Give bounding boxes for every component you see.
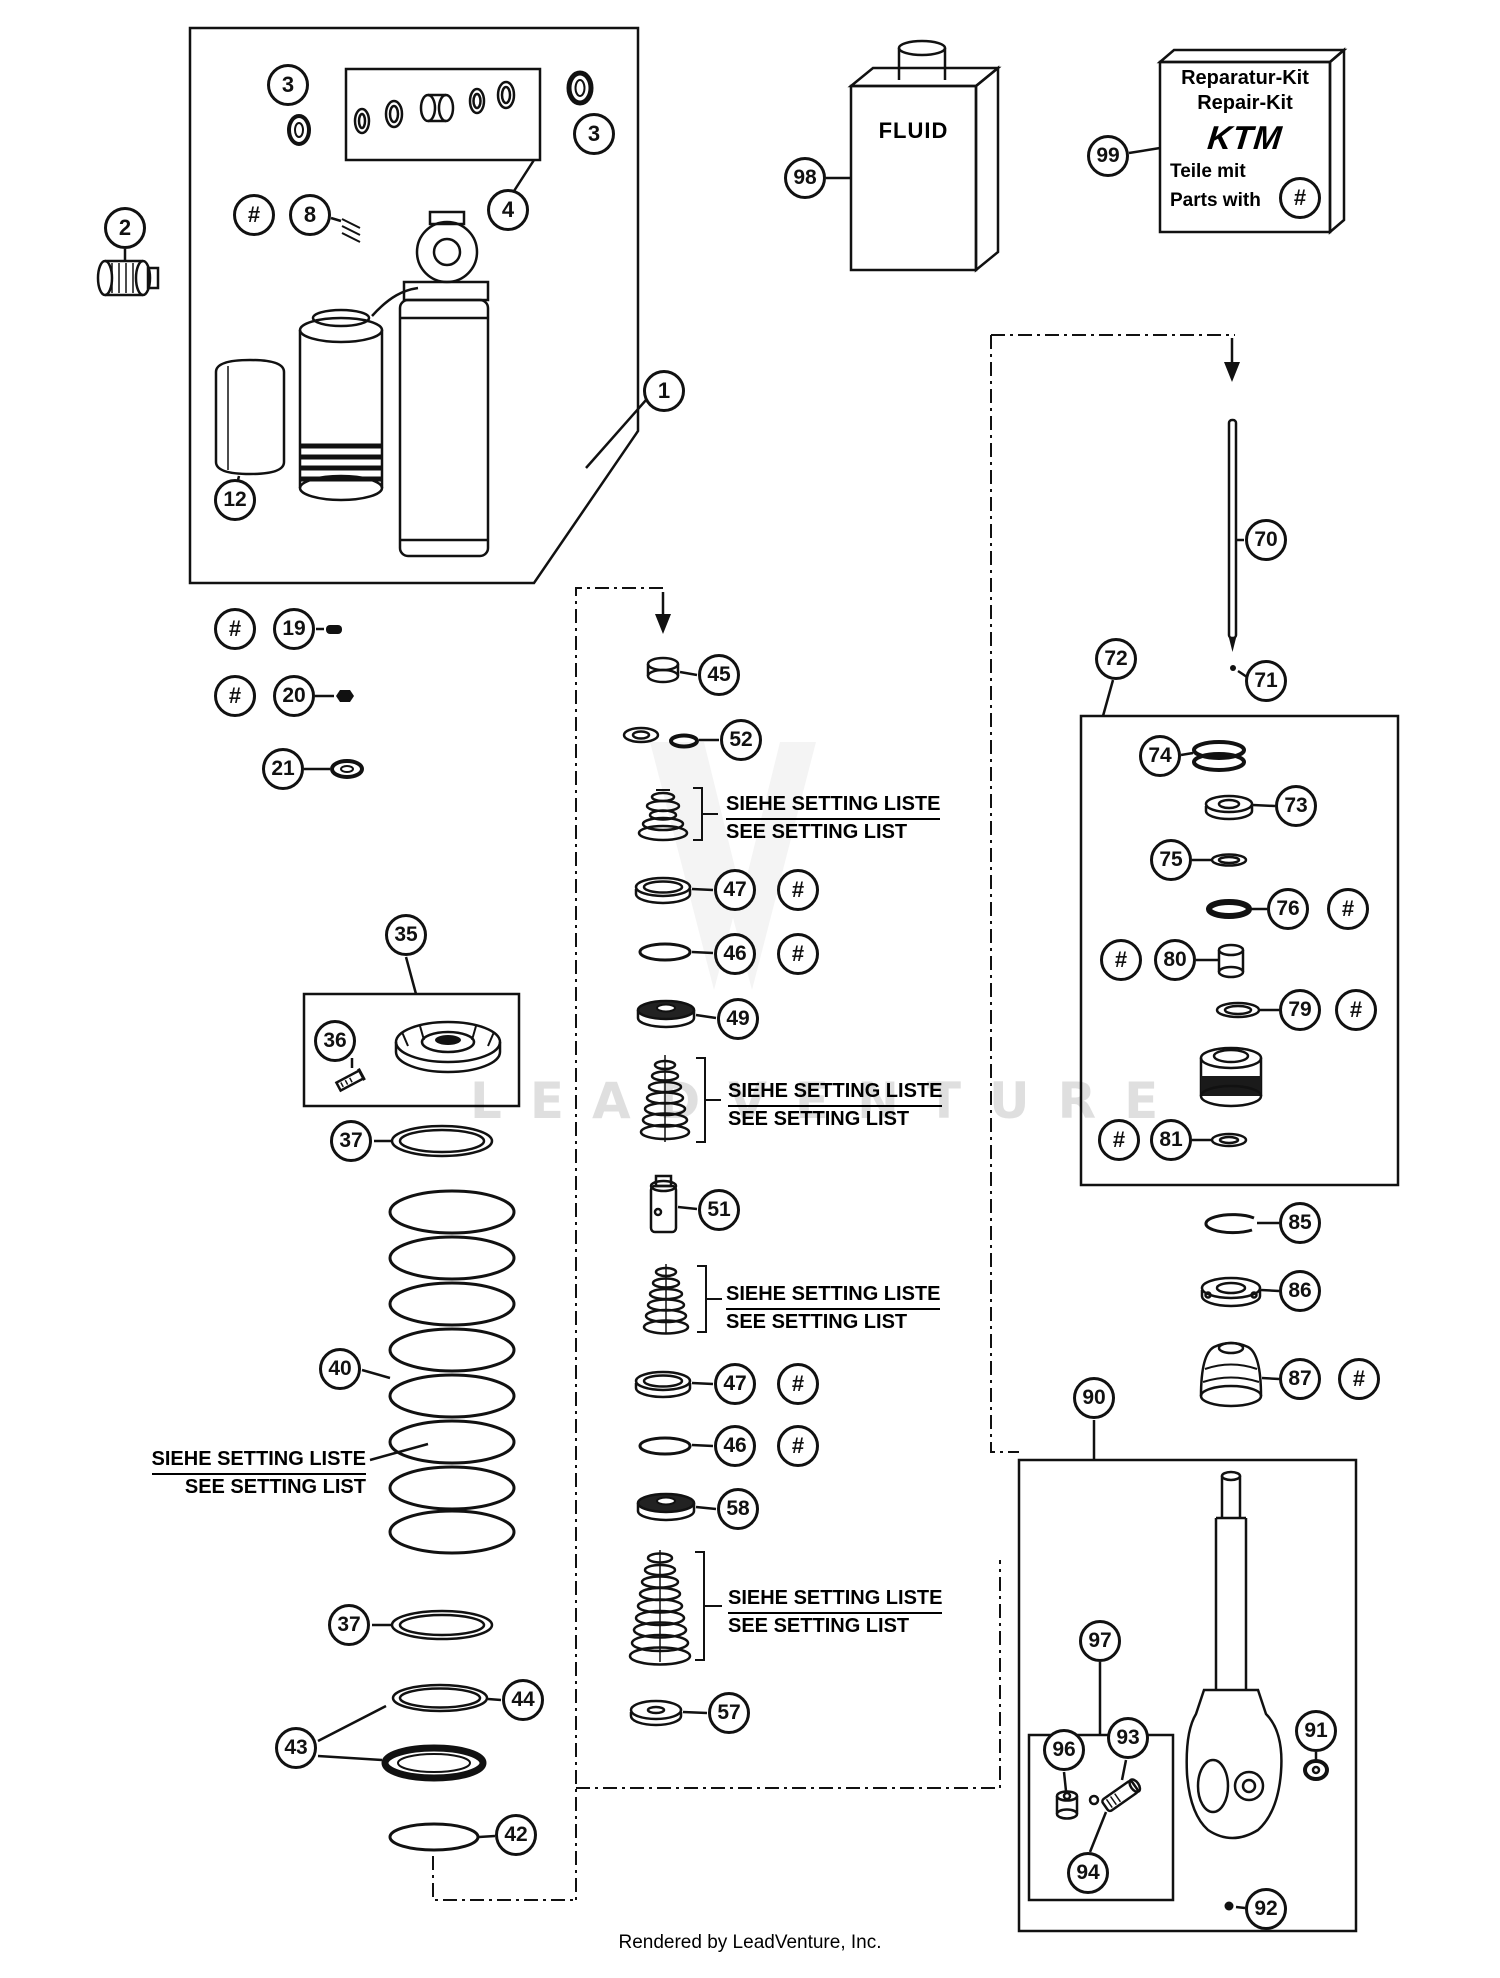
callout-4-2[interactable]: 4 xyxy=(487,189,529,231)
callout-12-6[interactable]: 12 xyxy=(214,479,256,521)
callout-90-56[interactable]: 90 xyxy=(1073,1377,1115,1419)
setting-note-de: SIEHE SETTING LISTE xyxy=(726,1283,941,1310)
dash-dot-border-right xyxy=(990,334,1235,1453)
callout-94-60[interactable]: 94 xyxy=(1067,1852,1109,1894)
callout-47-18[interactable]: 47 xyxy=(714,869,756,911)
callout-71-39[interactable]: 71 xyxy=(1245,660,1287,702)
callout-92-62[interactable]: 92 xyxy=(1245,1888,1287,1930)
callout-74-41[interactable]: 74 xyxy=(1139,735,1181,777)
repair-kit-line-en: Repair-Kit xyxy=(1197,92,1293,114)
callout-40-33[interactable]: 40 xyxy=(319,1348,361,1390)
repair-kit-teile-mit: Teile mit xyxy=(1170,161,1246,182)
setting-note-4: SIEHE SETTING LISTE SEE SETTING LIST xyxy=(728,1587,943,1638)
callout-57-29[interactable]: 57 xyxy=(708,1692,750,1734)
callout-51-23[interactable]: 51 xyxy=(698,1189,740,1231)
callout-37-32[interactable]: 37 xyxy=(330,1120,372,1162)
callout-8-4[interactable]: 8 xyxy=(289,194,331,236)
leadventure-watermark: LEADVENTURE xyxy=(470,1072,1187,1130)
setting-note-de: SIEHE SETTING LISTE xyxy=(726,793,941,820)
callout-21-15[interactable]: 21 xyxy=(262,748,304,790)
setting-note-en: SEE SETTING LIST xyxy=(726,1311,908,1333)
callout-97-57[interactable]: 97 xyxy=(1079,1620,1121,1662)
setting-note-1: SIEHE SETTING LISTE SEE SETTING LIST xyxy=(726,793,941,844)
callout-87-54[interactable]: 87 xyxy=(1279,1358,1321,1400)
callout-#-55[interactable]: # xyxy=(1338,1358,1380,1400)
fluid-bottle-label: FLUID xyxy=(878,118,949,143)
callout-#-10[interactable]: # xyxy=(1279,177,1321,219)
callout-3-0[interactable]: 3 xyxy=(267,64,309,106)
callout-79-48[interactable]: 79 xyxy=(1279,989,1321,1031)
spring-preload-group xyxy=(302,956,521,1852)
callout-44-35[interactable]: 44 xyxy=(502,1679,544,1721)
callout-99-9[interactable]: 99 xyxy=(1087,135,1129,177)
repair-kit-text: Reparatur-Kit Repair-Kit KTM Teile mit P… xyxy=(1162,66,1328,215)
setting-note-en: SEE SETTING LIST xyxy=(726,821,908,843)
callout-52-17[interactable]: 52 xyxy=(720,719,762,761)
callout-#-27[interactable]: # xyxy=(777,1425,819,1467)
callout-35-30[interactable]: 35 xyxy=(385,914,427,956)
callout-#-19[interactable]: # xyxy=(777,869,819,911)
callout-93-59[interactable]: 93 xyxy=(1107,1717,1149,1759)
damper-internals-column xyxy=(432,587,1001,1901)
setting-note-de: SIEHE SETTING LISTE xyxy=(728,1587,943,1614)
callout-81-51[interactable]: 81 xyxy=(1150,1119,1192,1161)
setting-note-en: SEE SETTING LIST xyxy=(728,1108,910,1130)
callout-73-42[interactable]: 73 xyxy=(1275,785,1317,827)
callout-42-37[interactable]: 42 xyxy=(495,1814,537,1856)
callout-#-13[interactable]: # xyxy=(214,675,256,717)
callout-96-58[interactable]: 96 xyxy=(1043,1729,1085,1771)
repair-kit-parts-with: Parts with xyxy=(1170,189,1261,211)
callout-#-3[interactable]: # xyxy=(233,194,275,236)
callout-49-22[interactable]: 49 xyxy=(717,998,759,1040)
callout-46-26[interactable]: 46 xyxy=(714,1425,756,1467)
callout-#-50[interactable]: # xyxy=(1098,1119,1140,1161)
callout-#-11[interactable]: # xyxy=(214,608,256,650)
callout-86-53[interactable]: 86 xyxy=(1279,1270,1321,1312)
callout-80-47[interactable]: 80 xyxy=(1154,939,1196,981)
coil-spring-drawing xyxy=(388,1189,516,1555)
callout-45-16[interactable]: 45 xyxy=(698,654,740,696)
callout-#-25[interactable]: # xyxy=(777,1363,819,1405)
callout-43-36[interactable]: 43 xyxy=(275,1727,317,1769)
setting-note-en: SEE SETTING LIST xyxy=(184,1476,366,1498)
callout-75-43[interactable]: 75 xyxy=(1150,839,1192,881)
setting-note-en: SEE SETTING LIST xyxy=(728,1615,910,1637)
callout-46-20[interactable]: 46 xyxy=(714,933,756,975)
callout-47-24[interactable]: 47 xyxy=(714,1363,756,1405)
small-parts-left xyxy=(304,625,364,779)
fluid-bottle-drawing xyxy=(826,39,1002,273)
callout-36-31[interactable]: 36 xyxy=(314,1020,356,1062)
callout-72-40[interactable]: 72 xyxy=(1095,638,1137,680)
callout-2-5[interactable]: 2 xyxy=(104,207,146,249)
callout-76-44[interactable]: 76 xyxy=(1267,888,1309,930)
callout-37-34[interactable]: 37 xyxy=(328,1604,370,1646)
setting-note-spring: SIEHE SETTING LISTE SEE SETTING LIST xyxy=(151,1448,366,1499)
repair-kit-line-de: Reparatur-Kit xyxy=(1181,67,1309,89)
callout-20-14[interactable]: 20 xyxy=(273,675,315,717)
repair-kit-box-drawing xyxy=(1128,47,1348,235)
callout-#-45[interactable]: # xyxy=(1327,888,1369,930)
callout-85-52[interactable]: 85 xyxy=(1279,1202,1321,1244)
watermark-emblem xyxy=(650,742,816,990)
callout-98-8[interactable]: 98 xyxy=(784,157,826,199)
footer-credit: Rendered by LeadVenture, Inc. xyxy=(618,1932,882,1953)
callout-#-21[interactable]: # xyxy=(777,933,819,975)
callout-91-61[interactable]: 91 xyxy=(1295,1710,1337,1752)
piston-rod-column xyxy=(990,334,1400,1933)
setting-note-2: SIEHE SETTING LISTE SEE SETTING LIST xyxy=(728,1080,943,1131)
setting-note-de: SIEHE SETTING LISTE xyxy=(728,1080,943,1107)
setting-note-de: SIEHE SETTING LISTE xyxy=(151,1448,366,1475)
callout-58-28[interactable]: 58 xyxy=(717,1488,759,1530)
setting-note-3: SIEHE SETTING LISTE SEE SETTING LIST xyxy=(726,1283,941,1334)
callout-#-49[interactable]: # xyxy=(1335,989,1377,1031)
callout-3-1[interactable]: 3 xyxy=(573,113,615,155)
callout-70-38[interactable]: 70 xyxy=(1245,519,1287,561)
shock-assembly-box xyxy=(96,26,647,585)
callout-#-46[interactable]: # xyxy=(1100,939,1142,981)
callout-1-7[interactable]: 1 xyxy=(643,370,685,412)
callout-19-12[interactable]: 19 xyxy=(273,608,315,650)
dash-dot-border-middle xyxy=(432,587,1001,1901)
